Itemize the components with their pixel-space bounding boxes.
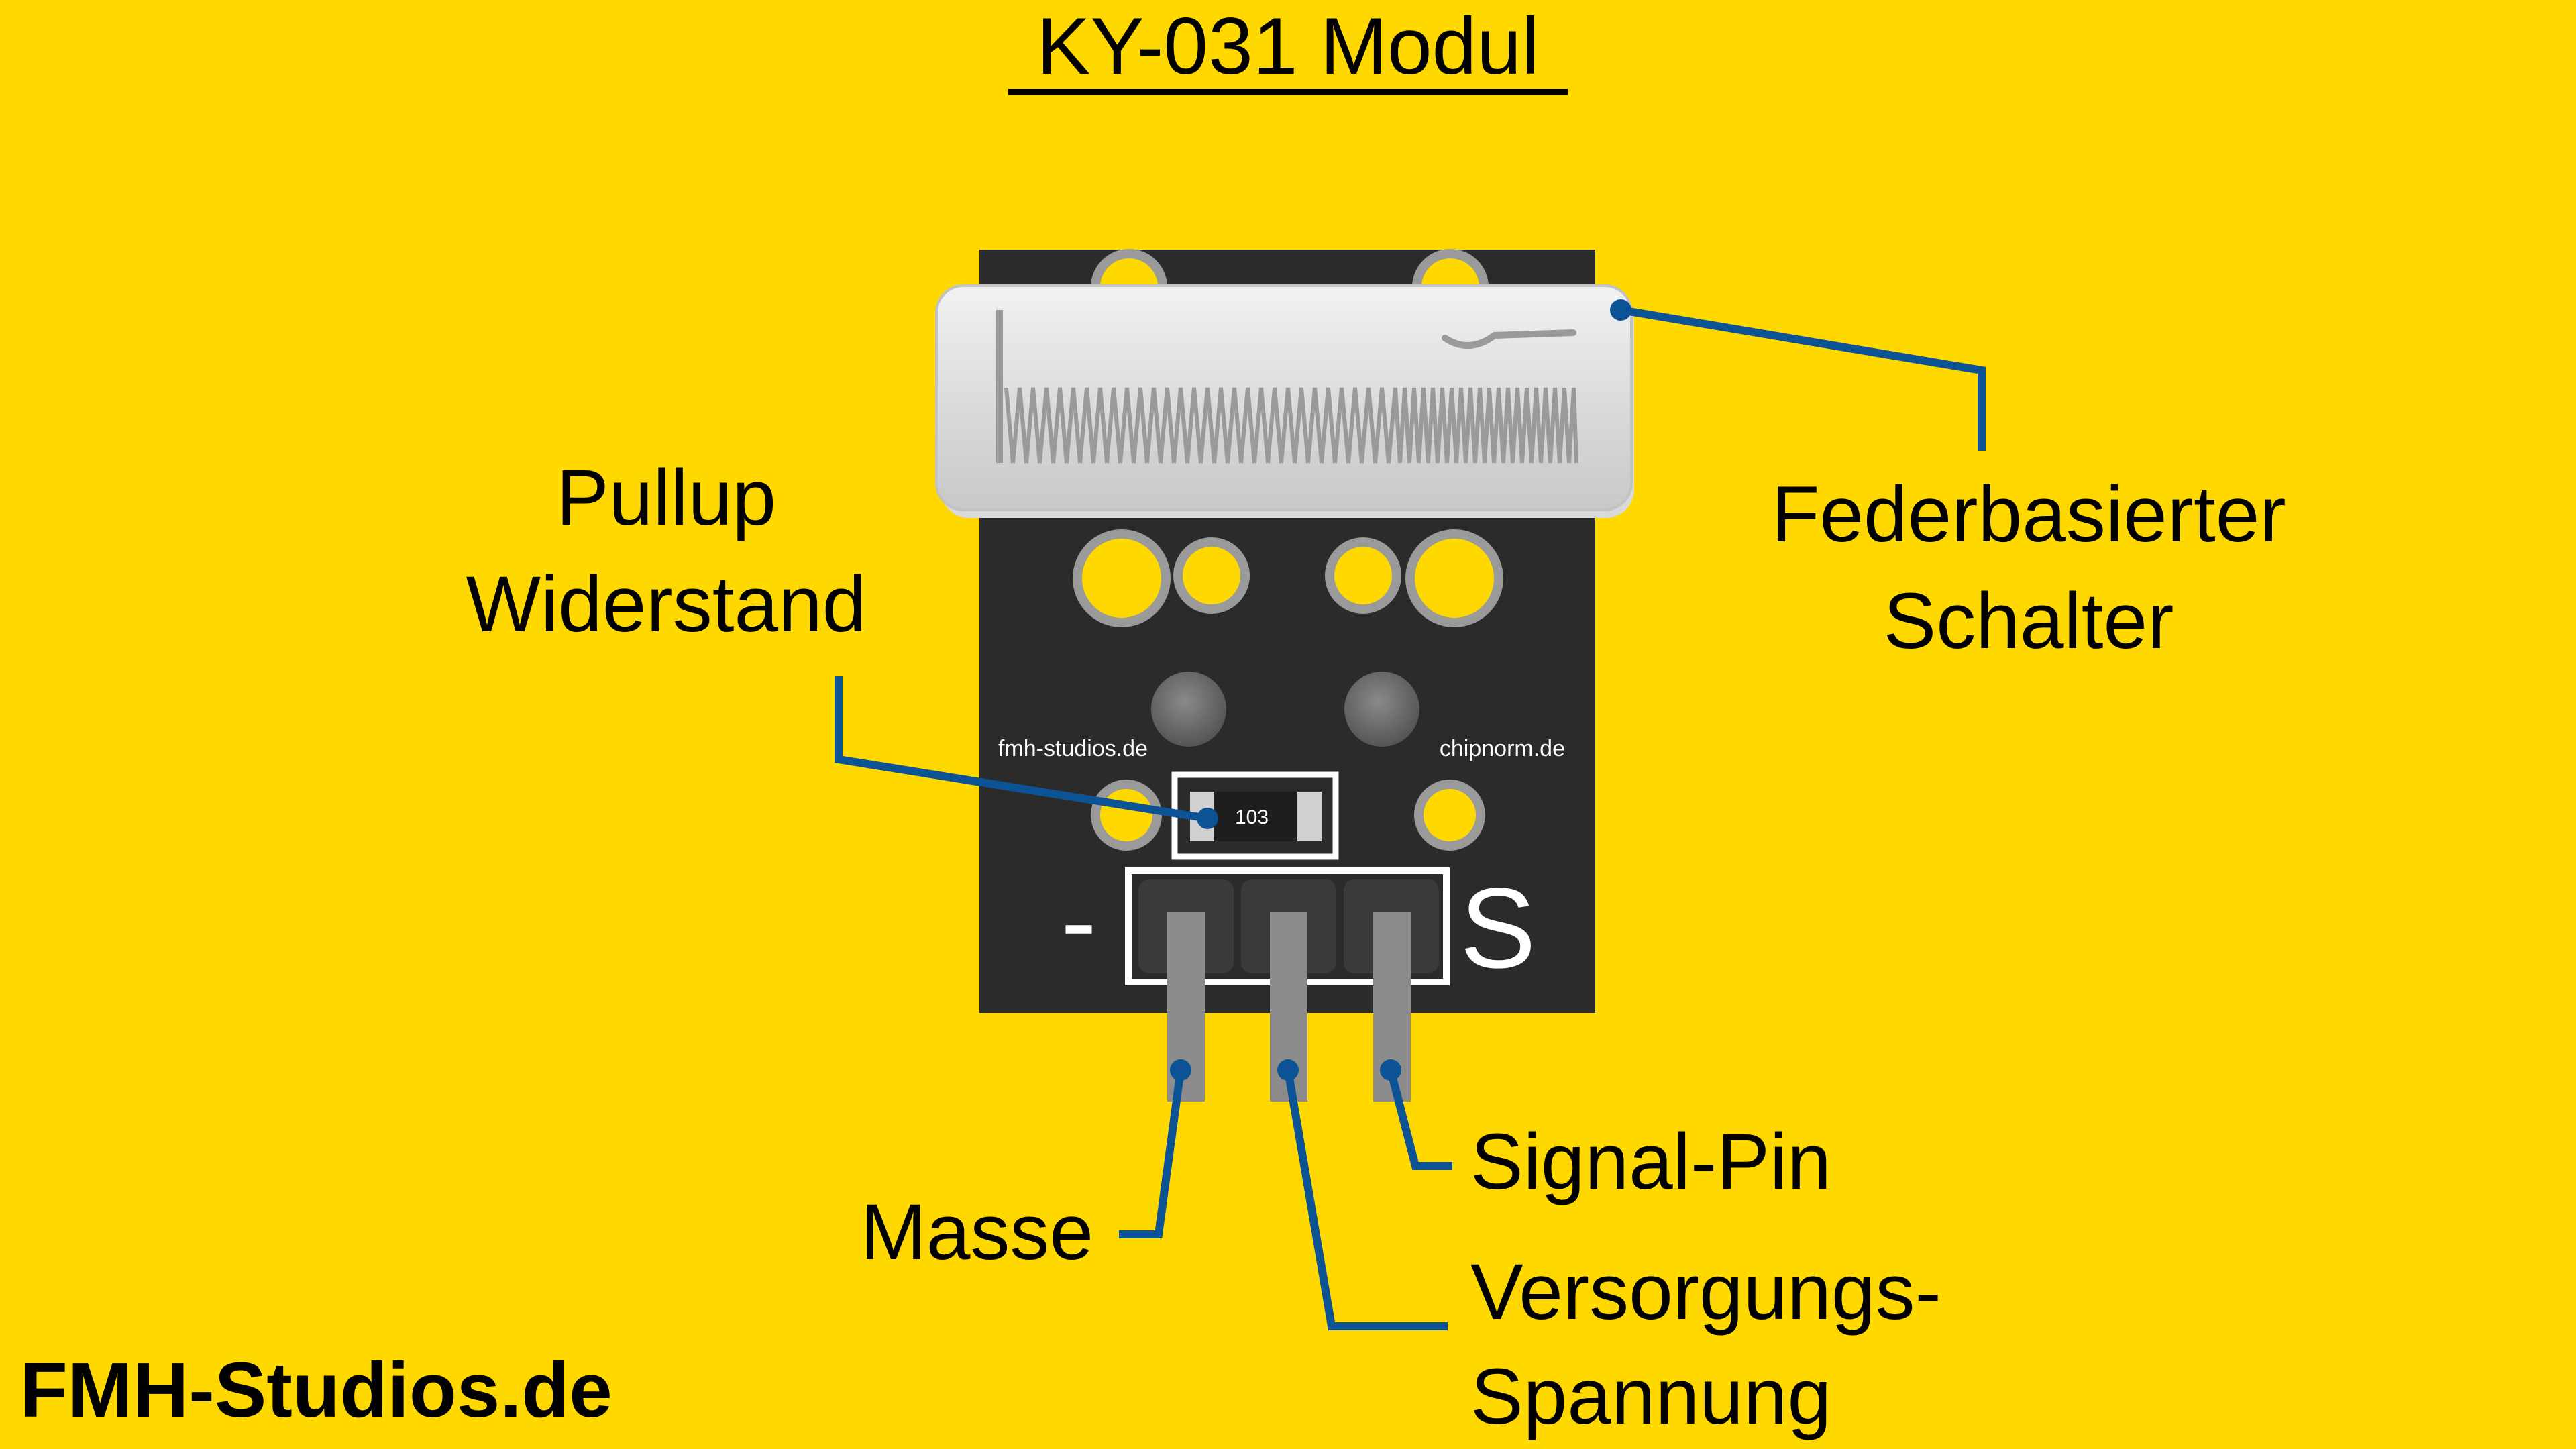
callout-dot bbox=[1170, 1059, 1191, 1081]
solder-pad bbox=[1091, 780, 1162, 851]
solder-pad bbox=[1405, 529, 1503, 627]
switch-contact bbox=[1442, 329, 1576, 349]
solder-pad bbox=[1414, 780, 1485, 851]
mounting-hole bbox=[1151, 672, 1226, 747]
callout-dot bbox=[1277, 1059, 1299, 1081]
callout-dot bbox=[1380, 1059, 1401, 1081]
silkscreen-right: chipnorm.de bbox=[1440, 736, 1565, 761]
label-pullup-line2: Widerstand bbox=[466, 560, 867, 649]
label-switch-line1: Federbasierter bbox=[1771, 470, 2286, 559]
spring-switch bbox=[935, 284, 1634, 518]
spring-coil-dense bbox=[1393, 387, 1578, 464]
label-supply-line1: Versorgungs- bbox=[1470, 1248, 1941, 1336]
solder-pad bbox=[1073, 529, 1171, 627]
solder-pad bbox=[1173, 537, 1250, 614]
callout-line-supply bbox=[1284, 1069, 1448, 1330]
resistor-code: 103 bbox=[1235, 806, 1269, 828]
callout-dot bbox=[1197, 808, 1218, 829]
pin-signal-label: S bbox=[1460, 865, 1536, 992]
label-ground: Masse bbox=[860, 1188, 1093, 1277]
brand-watermark: FMH-Studios.de bbox=[20, 1346, 612, 1434]
page-title: KY-031 Modul bbox=[1036, 1, 1539, 91]
solder-pad bbox=[1325, 537, 1401, 614]
label-signal-pin: Signal-Pin bbox=[1470, 1118, 1831, 1206]
pin-header bbox=[1125, 867, 1450, 1102]
callout-line-signal bbox=[1387, 1069, 1452, 1170]
callout-line-switch bbox=[1620, 306, 1986, 451]
callout-dot bbox=[1610, 299, 1631, 321]
label-pullup-line1: Pullup bbox=[556, 453, 776, 542]
label-switch-line2: Schalter bbox=[1884, 577, 2174, 665]
label-supply-line2: Spannung bbox=[1470, 1352, 1831, 1441]
callout-line-pullup bbox=[835, 676, 1208, 822]
spring-coil bbox=[1004, 387, 1397, 464]
callout-dots bbox=[1170, 299, 1631, 1081]
callout-line-ground bbox=[1119, 1069, 1185, 1238]
callouts bbox=[835, 306, 1986, 1330]
silkscreen-left: fmh-studios.de bbox=[998, 736, 1148, 761]
mounting-hole bbox=[1344, 672, 1419, 747]
pin-minus-label: - bbox=[1061, 861, 1096, 981]
